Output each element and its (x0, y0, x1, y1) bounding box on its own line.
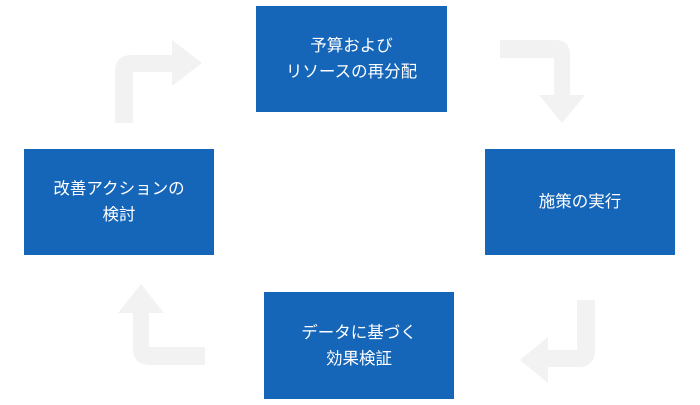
arrow-top-left-icon (115, 40, 202, 123)
step-data-verification: データに基づく 効果検証 (264, 292, 454, 399)
step-execute-measures: 施策の実行 (485, 149, 675, 255)
step-text-line: 予算および (310, 36, 393, 56)
arrow-bottom-left-icon (118, 284, 205, 365)
step-text-line: リソースの再分配 (285, 62, 418, 81)
step-text-line: データに基づく (301, 322, 417, 342)
step-text-line: 効果検証 (326, 348, 392, 368)
step-improvement-review: 改善アクションの 検討 (24, 149, 214, 255)
arrow-bottom-right-icon (520, 300, 595, 383)
step-budget-reallocation: 予算および リソースの再分配 (256, 6, 447, 112)
step-text-line: 改善アクションの (53, 179, 185, 199)
step-text-line: 検討 (102, 205, 136, 224)
step-text-line: 施策の実行 (538, 192, 622, 212)
arrow-top-right-icon (500, 40, 585, 123)
